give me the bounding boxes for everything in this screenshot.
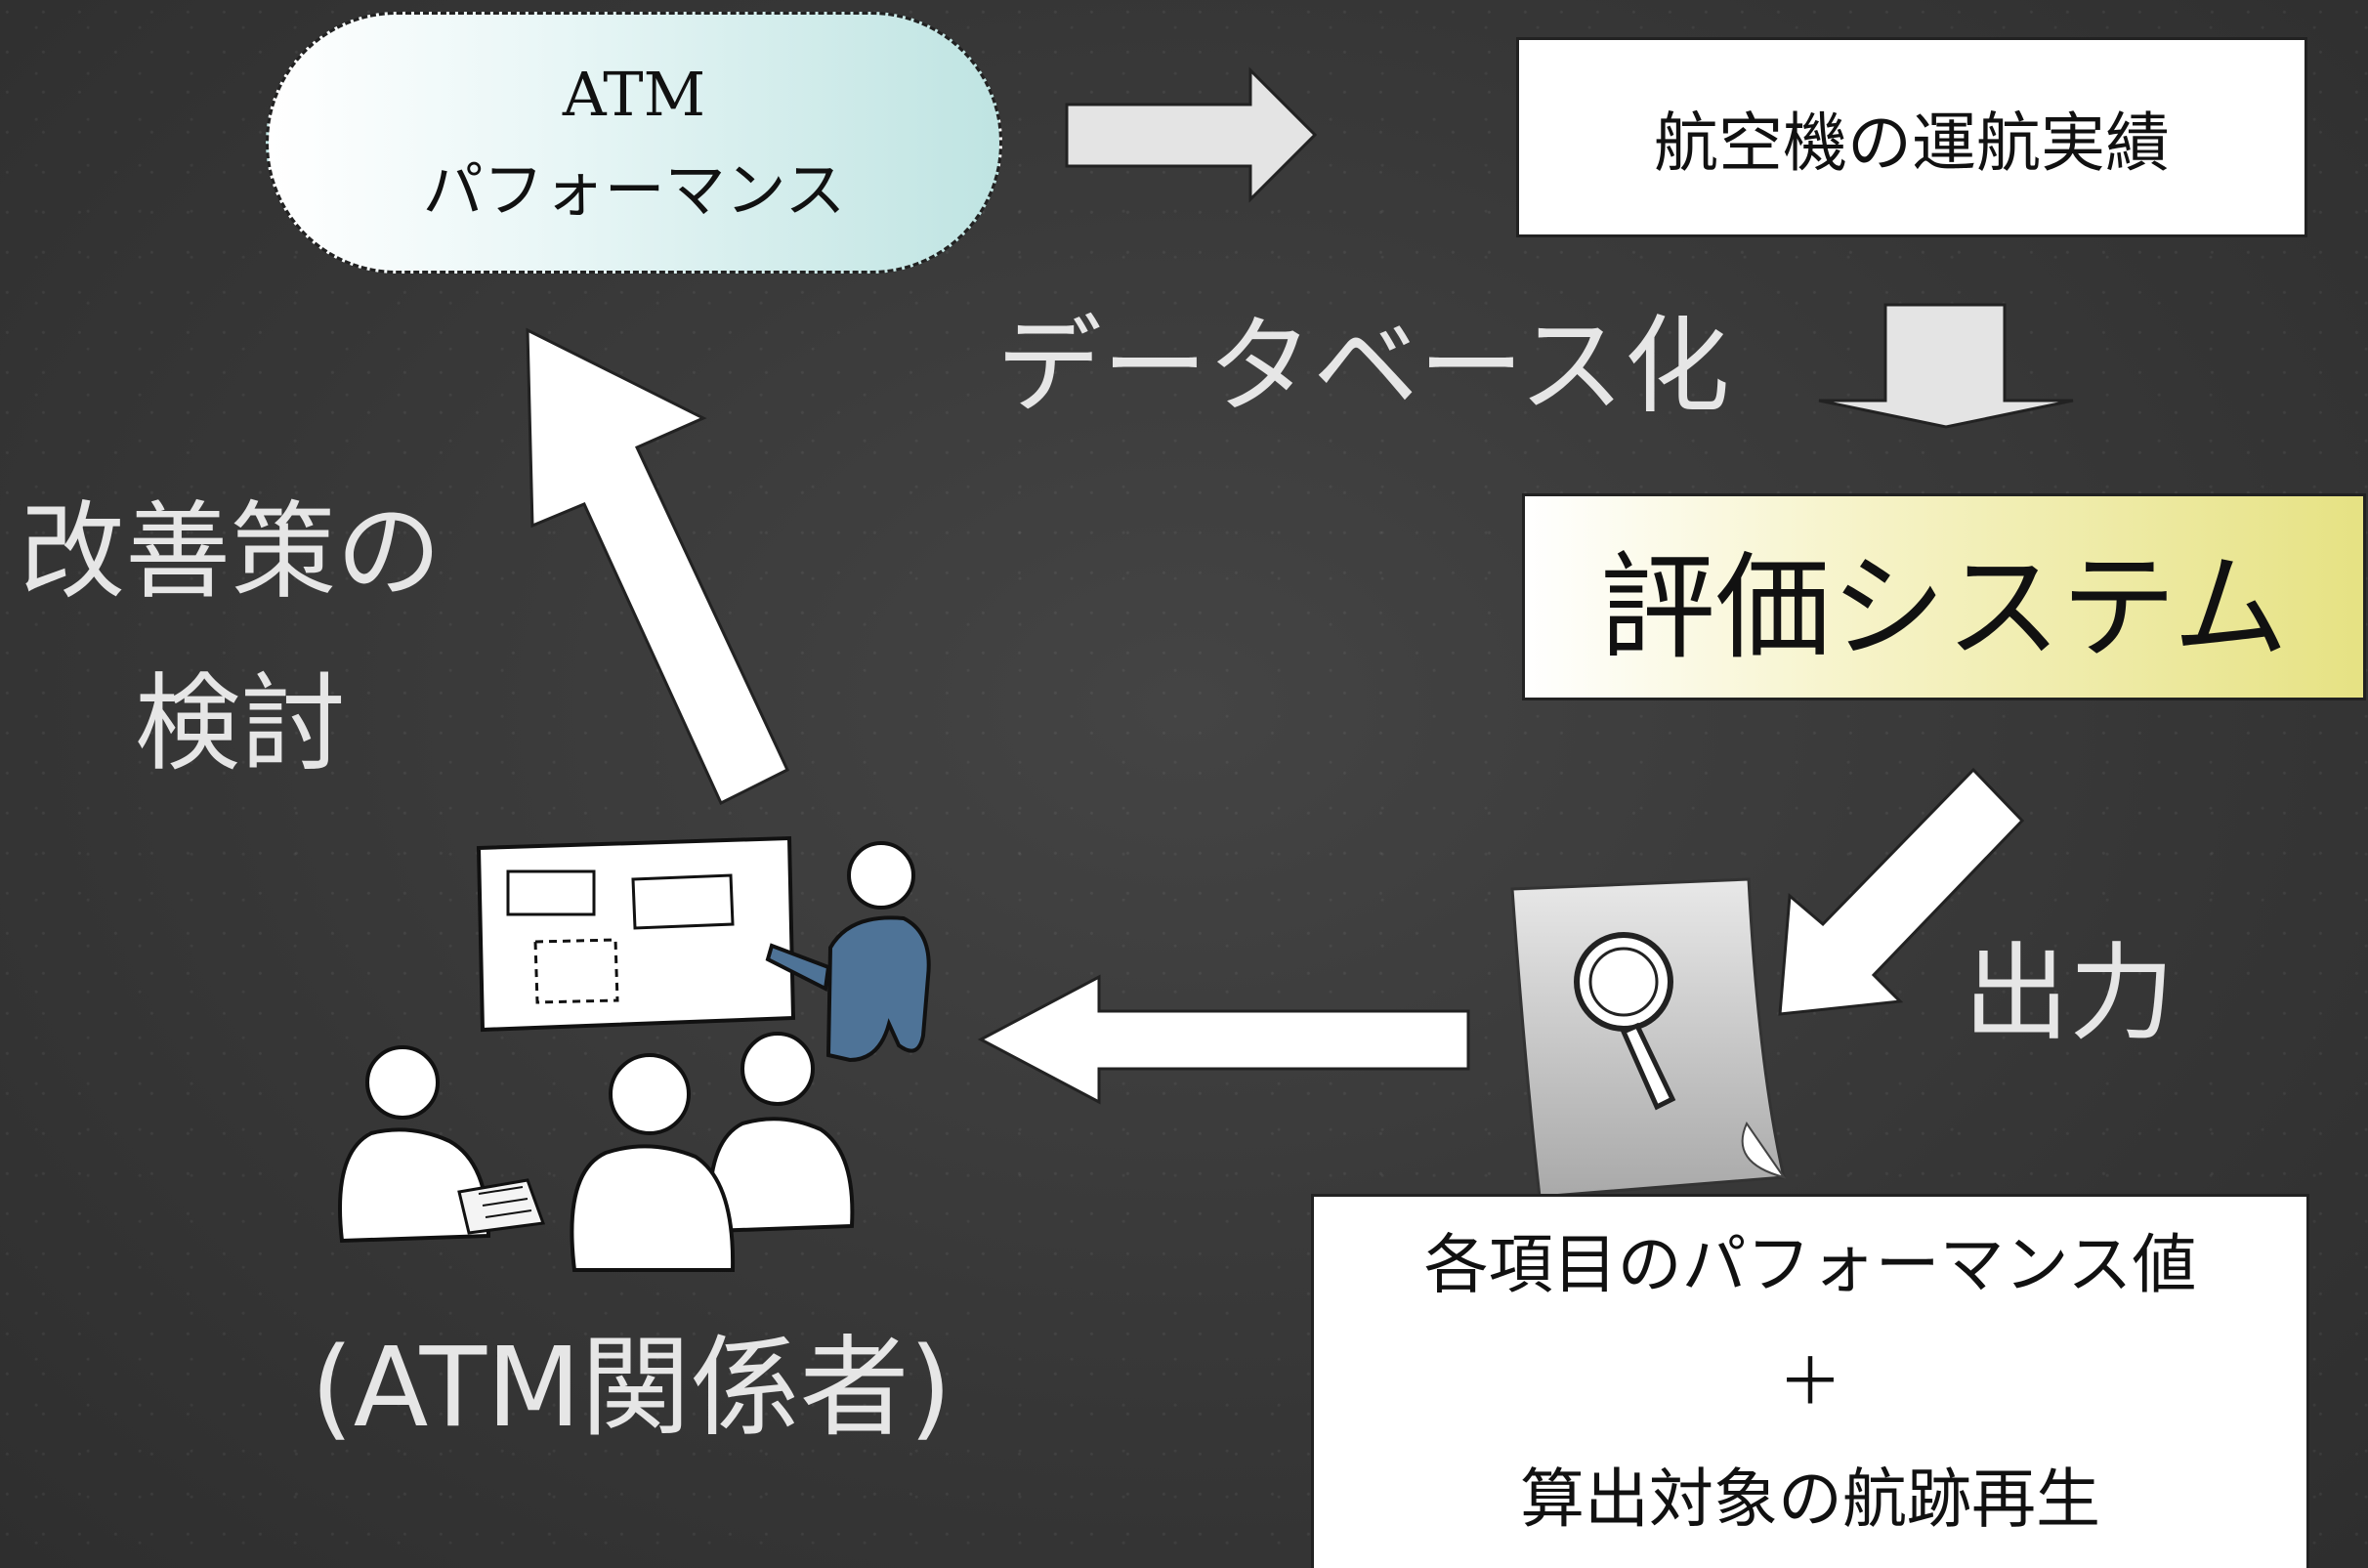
improvement-label-line2: 検討: [135, 663, 347, 785]
atm-performance-node: ATM パフォーマンス: [266, 12, 1002, 274]
flight-operations-node: 航空機の運航実績: [1516, 37, 2307, 237]
evaluation-system-node: 評価システム: [1522, 493, 2366, 700]
arrow-atm-to-operations: [1065, 66, 1318, 203]
atm-performance-line2: パフォーマンス: [422, 154, 846, 226]
output-results-line1: 各項目のパフォーマンス値: [1423, 1227, 2197, 1302]
output-results-line3: 算出対象の航跡再生: [1520, 1462, 2100, 1537]
evaluation-system-label: 評価システム: [1599, 539, 2289, 675]
stakeholders-label: (ATM関係者): [311, 1325, 952, 1452]
arrow-evaluation-to-output: [1778, 767, 2025, 1016]
output-results-node: 各項目のパフォーマンス値 ＋ 算出対象の航跡再生: [1311, 1194, 2309, 1568]
atm-performance-line1: ATM: [562, 59, 706, 130]
arrow-operations-to-evaluation: [1818, 303, 2074, 429]
output-results-line2: ＋: [1778, 1344, 1842, 1420]
arrow-output-to-stakeholders: [977, 974, 1470, 1105]
database-label: データベース化: [996, 306, 1730, 428]
arrow-stakeholders-to-atm: [526, 327, 789, 806]
output-label: 出力: [1964, 933, 2176, 1055]
flight-operations-label: 航空機の運航実績: [1654, 105, 2170, 181]
meeting-people-illustration: [338, 835, 931, 1272]
improvement-label-line1: 改善策の: [20, 491, 443, 614]
magnifier-document-icon: [1510, 877, 1787, 1199]
